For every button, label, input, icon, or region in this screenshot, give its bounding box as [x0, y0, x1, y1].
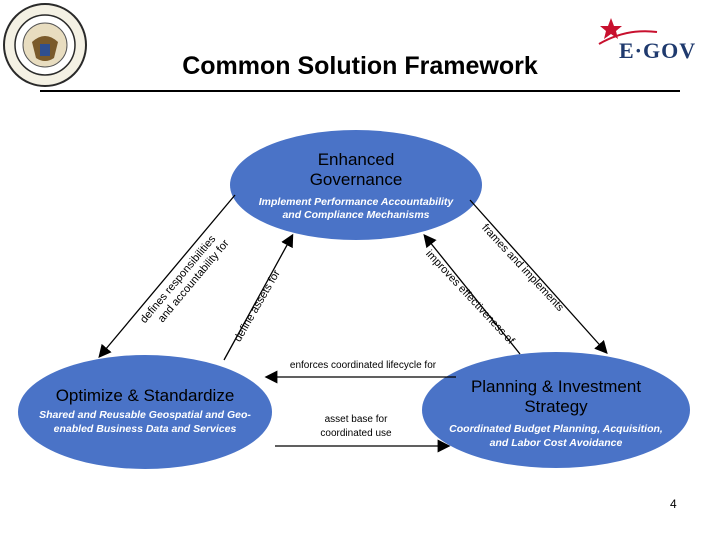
agency-seal-logo — [3, 3, 87, 87]
star-icon — [598, 18, 658, 45]
node-enhanced-governance — [230, 130, 482, 240]
node-right-title: Planning & Investment Strategy — [426, 377, 686, 417]
arrow-right-to-top-inner — [423, 233, 521, 355]
title-divider — [40, 90, 680, 92]
node-planning-investment — [422, 352, 690, 468]
egov-logo: E·GOV — [597, 14, 707, 64]
edge-label-left-to-right-line2: coordinated use — [320, 428, 392, 439]
egov-logo-text: E·GOV — [619, 38, 697, 63]
edge-label-right-to-left: enforces coordinated lifecycle for — [289, 360, 437, 371]
node-left-subtitle: Shared and Reusable Geospatial and Geo- … — [25, 408, 265, 436]
node-right-subtitle: Coordinated Budget Planning, Acquisition… — [426, 422, 686, 450]
arrow-top-to-left-outer — [98, 194, 236, 358]
node-top-title: Enhanced Governance — [256, 150, 456, 190]
page-number: 4 — [670, 497, 677, 511]
node-top-subtitle-line2: and Compliance Mechanisms — [282, 209, 430, 221]
node-top-title-line1: Enhanced — [317, 150, 395, 169]
edge-label-left-to-right: asset base for coordinated use — [300, 413, 412, 441]
page-title: Common Solution Framework — [182, 52, 538, 80]
node-left-subtitle-line1: Shared and Reusable Geospatial and Geo- — [39, 409, 251, 421]
node-top-subtitle-line1: Implement Performance Accountability — [258, 196, 454, 208]
node-left-title: Optimize & Standardize — [55, 386, 235, 405]
arrow-left-to-top-inner — [223, 233, 294, 361]
node-top-title-line2: Governance — [309, 170, 403, 189]
edge-label-left-to-right-line1: asset base for — [324, 414, 388, 425]
node-right-title-line2: Strategy — [524, 397, 588, 416]
node-right-title-line1: Planning & Investment — [470, 377, 642, 396]
arrow-top-to-right-outer — [469, 199, 608, 354]
node-left-subtitle-line2: enabled Business Data and Services — [53, 423, 237, 435]
node-right-subtitle-line1: Coordinated Budget Planning, Acquisition… — [449, 423, 663, 435]
node-top-subtitle: Implement Performance Accountability and… — [236, 196, 476, 222]
node-optimize-standardize — [18, 355, 272, 469]
node-right-subtitle-line2: and Labor Cost Avoidance — [489, 437, 623, 449]
